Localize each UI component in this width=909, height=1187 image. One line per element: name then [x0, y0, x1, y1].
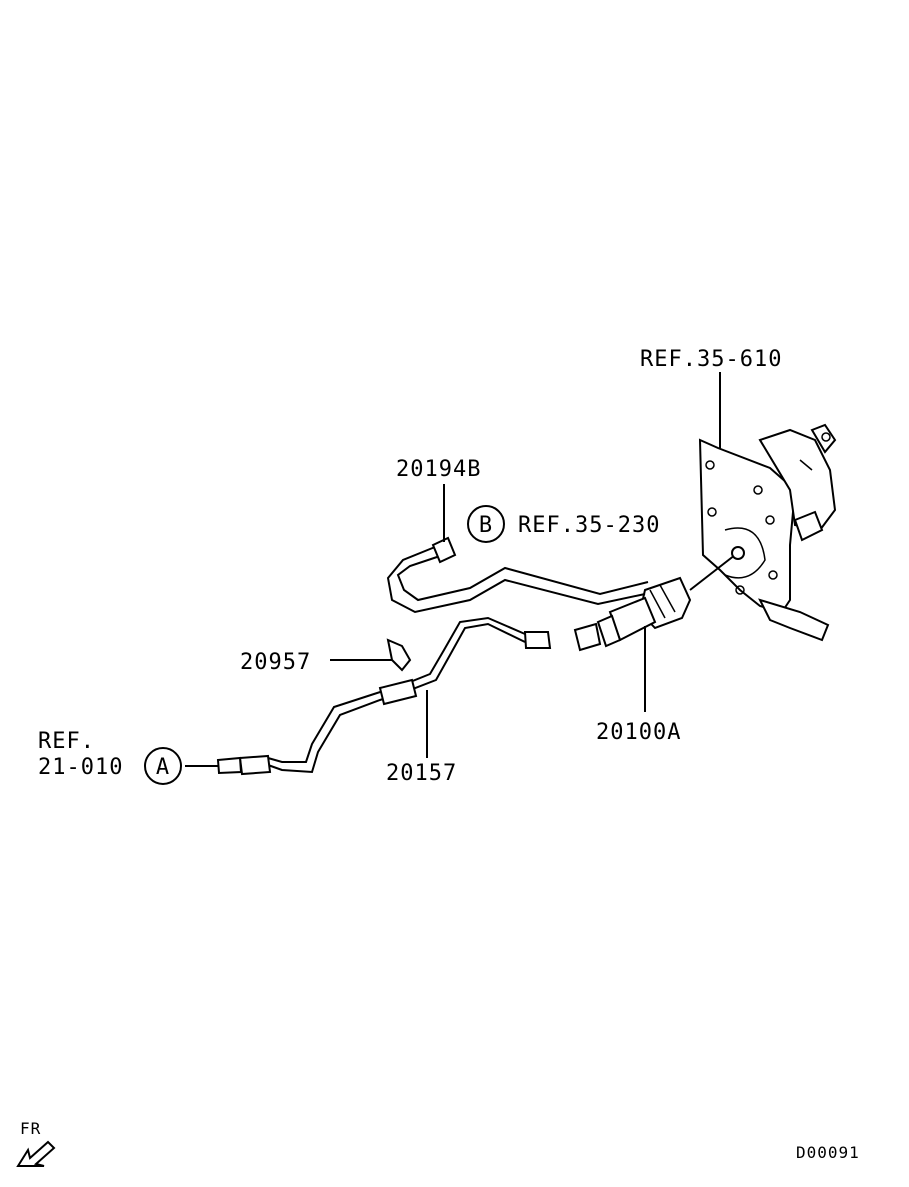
front-label: FR [20, 1119, 41, 1138]
clutch-tube [216, 616, 552, 776]
connector-a-letter: A [156, 755, 170, 780]
reservoir-hose [386, 536, 649, 614]
connector-b: B [467, 505, 505, 543]
drawing-code: D00091 [796, 1143, 860, 1162]
label-20157: 20157 [386, 761, 457, 786]
label-20100a: 20100A [596, 720, 681, 745]
connector-a: A [144, 747, 182, 785]
clutch-master-cylinder [573, 546, 745, 652]
front-direction-indicator: FR [16, 1119, 56, 1167]
tube-clip [386, 638, 412, 672]
front-arrow-icon [16, 1140, 56, 1167]
leader-lines [185, 372, 721, 767]
label-ref-35-610: REF.35-610 [640, 347, 782, 372]
pedal-bracket-assembly [698, 423, 837, 642]
label-ref-21-010-line2: 21-010 [38, 755, 123, 780]
label-ref-21-010-line1: REF. [38, 729, 95, 754]
label-20957: 20957 [240, 650, 311, 675]
connector-b-letter: B [479, 513, 493, 538]
label-ref-35-230: REF.35-230 [518, 513, 660, 538]
label-20194b: 20194B [396, 457, 481, 482]
